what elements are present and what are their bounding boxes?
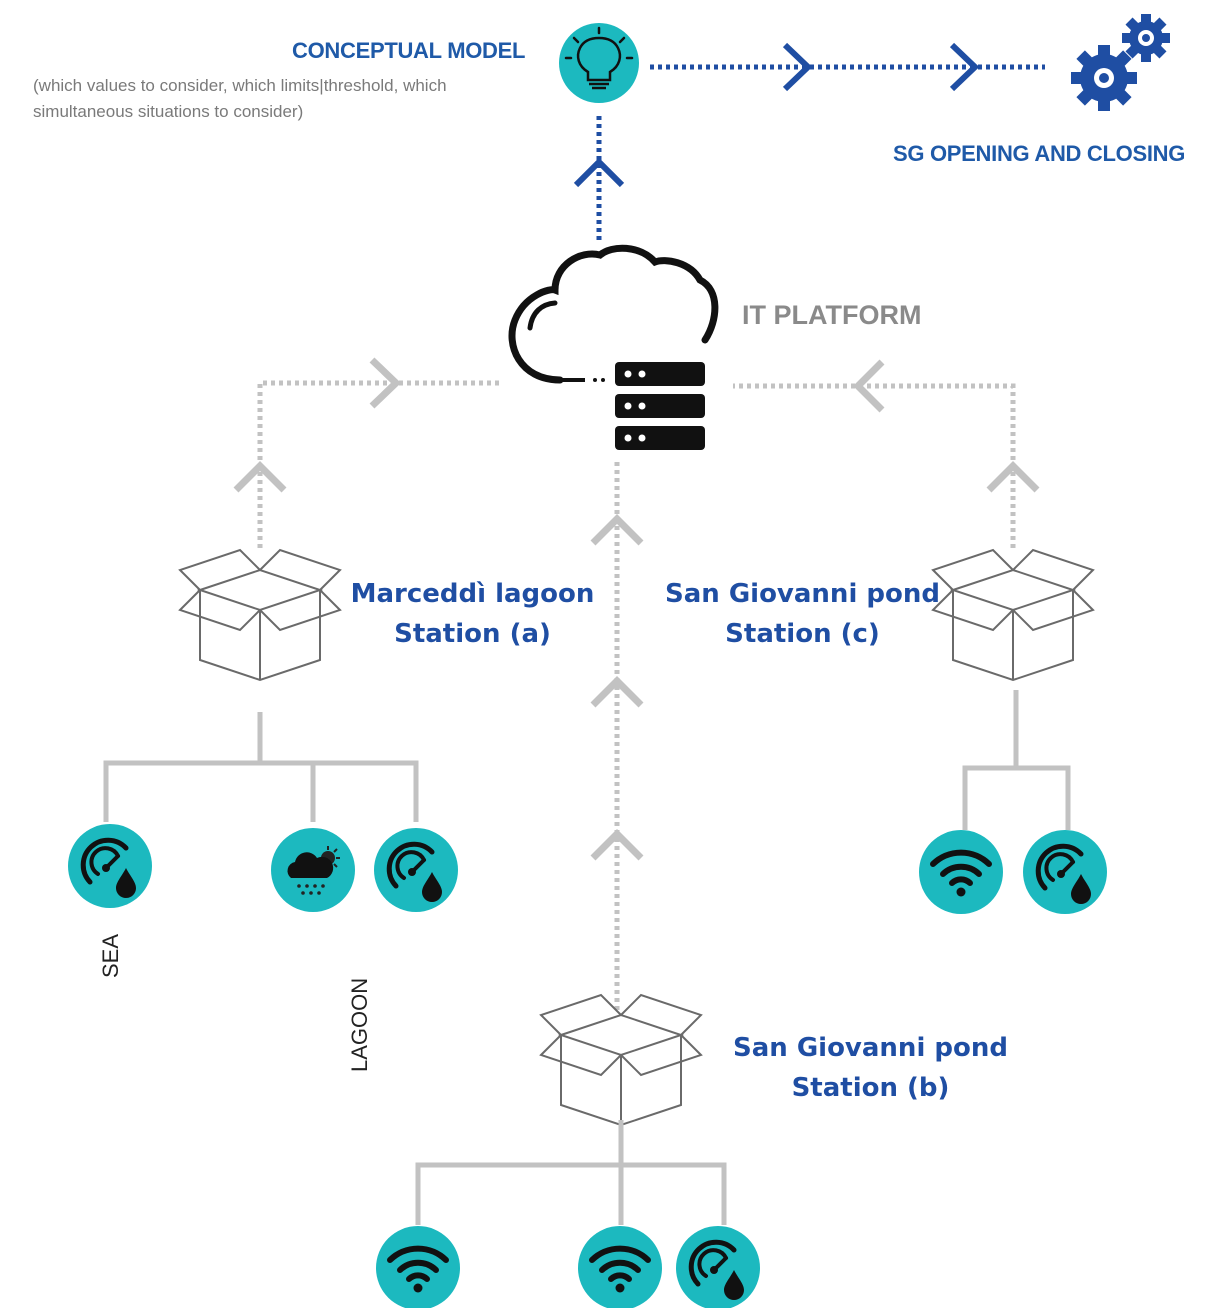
gears-icon [1071,14,1170,111]
station-b-line2: Station (b) [791,1073,950,1103]
sea-label: SEA [98,933,123,978]
conceptual-model-note-line1: (which values to consider, which limits|… [33,76,447,95]
cloud-server-icon [508,244,719,450]
conceptual-model-title: CONCEPTUAL MODEL [292,38,526,63]
lightbulb-icon [559,23,639,103]
weather-icon [270,827,356,913]
box-icon-station-b [540,994,702,1126]
station-c-line2: Station (c) [725,619,880,649]
sensor-tree-lines [103,690,1071,1225]
lagoon-label: LAGOON [347,977,372,1072]
station-a-line1: Marceddì lagoon [350,579,595,609]
station-b-label: San Giovanni pond Station (b) [728,1028,1013,1108]
box-icon-station-c [932,549,1094,681]
gray-connectors [233,357,1040,1010]
station-b-line1: San Giovanni pond [732,1033,1009,1063]
sg-label: SG OPENING AND CLOSING [893,141,1186,166]
blue-flow-to-gears [650,42,1045,92]
box-icon-station-a [179,549,341,681]
gauge-water-icon-station-c [1023,830,1107,914]
wifi-icon-station-c [919,830,1003,914]
station-a-line2: Station (a) [394,619,551,649]
it-platform-label: IT PLATFORM [742,300,922,330]
gauge-water-icon-sea [68,824,152,908]
gauge-water-icon-lagoon [374,828,458,912]
gauge-water-icon-station-b [676,1226,760,1308]
wifi-icon-station-b-2 [578,1226,662,1308]
wifi-icon-station-b-1 [376,1226,460,1308]
conceptual-model-note-line2: simultaneous situations to consider) [33,102,304,121]
blue-flow-up [573,115,625,240]
station-c-label: San Giovanni pond Station (c) [660,574,945,654]
station-c-line1: San Giovanni pond [664,579,941,609]
station-a-label: Marceddì lagoon Station (a) [345,574,600,654]
